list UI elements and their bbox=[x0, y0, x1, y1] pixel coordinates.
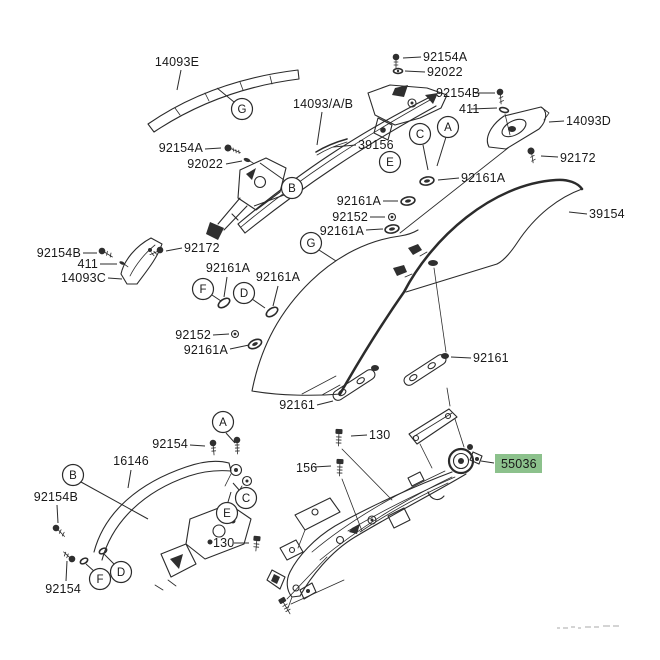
callout-letter-B: B bbox=[69, 470, 77, 482]
windshield-39154-drawing bbox=[251, 178, 584, 396]
callout-circle-F bbox=[88, 567, 112, 591]
callout-circle-G bbox=[230, 97, 254, 121]
part-label-130: 130 bbox=[369, 428, 390, 442]
part-label-92161A: 92161A bbox=[256, 270, 301, 284]
part-label-14093E: 14093E bbox=[155, 55, 199, 69]
callout-circle-B bbox=[280, 176, 304, 200]
part-label-92161A: 92161A bbox=[184, 343, 229, 357]
cover-14093D-drawing bbox=[486, 106, 550, 150]
part-label-92154A: 92154A bbox=[423, 50, 468, 64]
callout-letter-G: G bbox=[307, 238, 316, 250]
part-label-92161A: 92161A bbox=[337, 194, 382, 208]
highlight-box-55036 bbox=[495, 454, 542, 473]
part-label-92152: 92152 bbox=[332, 210, 368, 224]
callout-letter-A: A bbox=[219, 417, 227, 429]
callout-letter-E: E bbox=[223, 508, 231, 520]
callout-letter-D: D bbox=[240, 288, 248, 300]
callout-letter-F: F bbox=[199, 284, 206, 296]
part-label-156: 156 bbox=[296, 461, 317, 475]
callout-letter-C: C bbox=[242, 493, 250, 505]
callout-circle-E bbox=[378, 150, 402, 174]
callout-circle-D bbox=[232, 281, 256, 305]
callout-letter-E: E bbox=[386, 157, 394, 169]
callout-circle-A bbox=[436, 115, 460, 139]
part-label-92152: 92152 bbox=[175, 328, 211, 342]
part-label-55036[interactable]: 55036 bbox=[501, 457, 537, 471]
callout-circle-C bbox=[234, 486, 258, 510]
part-label-411: 411 bbox=[77, 257, 98, 271]
windshield-trim-14093E-drawing bbox=[147, 69, 300, 133]
callout-letter-C: C bbox=[416, 129, 424, 141]
part-label-92022: 92022 bbox=[187, 157, 223, 171]
callout-circle-E bbox=[215, 501, 239, 525]
part-label-411: 411 bbox=[459, 102, 480, 116]
watermark-text bbox=[557, 625, 619, 629]
cowling-14093AB-drawing bbox=[206, 84, 448, 240]
part-label-92154: 92154 bbox=[152, 437, 188, 451]
part-label-14093C: 14093C bbox=[61, 271, 106, 285]
cover-14093C-drawing bbox=[120, 237, 163, 285]
part-label-92161A: 92161A bbox=[320, 224, 365, 238]
callout-circle-G bbox=[299, 231, 323, 255]
part-label-39156: 39156 bbox=[358, 138, 394, 152]
part-label-14093D: 14093D bbox=[566, 114, 611, 128]
stay-assembly-55036-drawing bbox=[266, 408, 483, 609]
callout-letter-G: G bbox=[238, 104, 247, 116]
part-label-92172: 92172 bbox=[184, 241, 220, 255]
part-labels: 14093E92154A9202214093/A/B3915692154A920… bbox=[34, 50, 625, 596]
callout-circle-A bbox=[211, 410, 235, 434]
part-label-92161A: 92161A bbox=[206, 261, 251, 275]
callout-letter-F: F bbox=[96, 574, 103, 586]
callout-circle-F bbox=[191, 277, 215, 301]
label-leader-lines bbox=[56, 56, 588, 582]
part-label-92154B: 92154B bbox=[436, 86, 480, 100]
callout-leader-lines bbox=[80, 87, 447, 573]
assembly-reference-lines bbox=[238, 147, 509, 448]
part-label-92161A: 92161A bbox=[461, 171, 506, 185]
callout-letter-D: D bbox=[117, 567, 125, 579]
part-label-92154A: 92154A bbox=[159, 141, 204, 155]
part-label-16146: 16146 bbox=[113, 454, 149, 468]
callout-letter-A: A bbox=[444, 122, 452, 134]
part-label-39154: 39154 bbox=[589, 207, 625, 221]
part-label-92161: 92161 bbox=[473, 351, 509, 365]
callout-circle-C bbox=[408, 122, 432, 146]
part-label-92161: 92161 bbox=[279, 398, 315, 412]
grommets-and-nuts-drawing bbox=[217, 176, 435, 350]
callout-letter-B: B bbox=[288, 183, 296, 195]
part-label-92154B: 92154B bbox=[37, 246, 81, 260]
part-label-130: 130 bbox=[213, 536, 234, 550]
part-label-92022: 92022 bbox=[427, 65, 463, 79]
screws-and-bolts-drawing bbox=[52, 53, 536, 615]
callout-circle-B bbox=[61, 463, 85, 487]
part-label-92154: 92154 bbox=[45, 582, 81, 596]
part-label-92172: 92172 bbox=[560, 151, 596, 165]
part-label-92154B: 92154B bbox=[34, 490, 78, 504]
part-label-14093/A/B: 14093/A/B bbox=[293, 97, 353, 111]
callout-circle-D bbox=[109, 560, 133, 584]
damper-strips-92161-drawing bbox=[332, 353, 449, 401]
